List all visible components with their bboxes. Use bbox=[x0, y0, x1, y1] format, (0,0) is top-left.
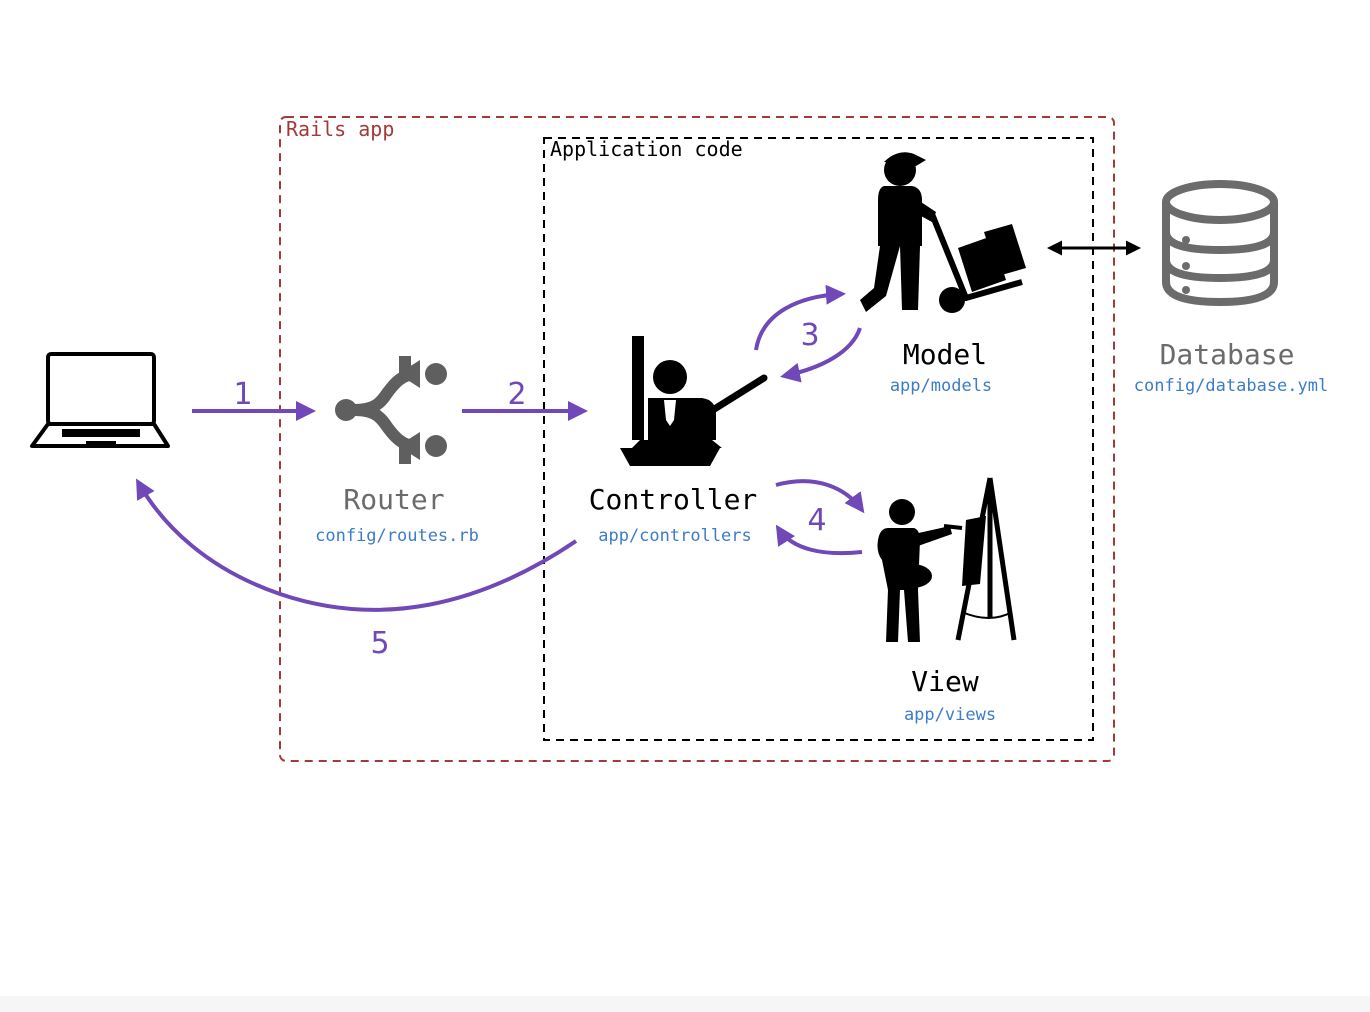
database-label: Database bbox=[1160, 338, 1295, 371]
database-icon bbox=[1162, 180, 1278, 307]
model-path: app/models bbox=[890, 376, 992, 396]
rails-app-label: Rails app bbox=[286, 117, 394, 141]
delivery-worker-icon bbox=[860, 152, 1026, 313]
laptop-icon bbox=[30, 352, 170, 448]
step-2-label: 2 bbox=[507, 377, 526, 412]
router-path: config/routes.rb bbox=[315, 526, 479, 546]
arrow-model-to-controller bbox=[780, 327, 862, 383]
controller-path: app/controllers bbox=[598, 526, 752, 546]
router-branch-icon bbox=[335, 356, 447, 464]
view-path: app/views bbox=[904, 705, 996, 725]
step-4-label: 4 bbox=[807, 503, 826, 538]
arrow-controller-to-client bbox=[136, 478, 578, 612]
bottom-strip bbox=[0, 996, 1370, 1012]
controller-label: Controller bbox=[589, 483, 758, 516]
painter-easel-icon bbox=[877, 477, 1017, 642]
database-path: config/database.yml bbox=[1134, 376, 1328, 396]
view-label: View bbox=[911, 665, 979, 698]
rails-app-container bbox=[279, 116, 1115, 762]
model-label: Model bbox=[903, 338, 987, 371]
step-1-label: 1 bbox=[233, 377, 252, 412]
step-3-label: 3 bbox=[800, 318, 819, 353]
arrow-controller-to-model bbox=[754, 284, 846, 351]
arrow-view-to-controller bbox=[775, 524, 863, 556]
director-chair-icon bbox=[620, 336, 768, 466]
arrow-controller-to-view bbox=[775, 479, 865, 514]
router-label: Router bbox=[343, 483, 444, 516]
application-code-label: Application code bbox=[550, 137, 743, 161]
step-5-label: 5 bbox=[370, 626, 389, 661]
